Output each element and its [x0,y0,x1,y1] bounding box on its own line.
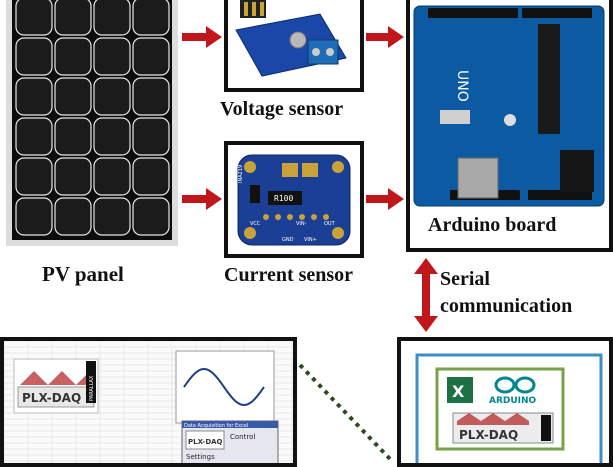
dotted-connector [298,363,394,461]
r100-text: R100 [274,194,293,203]
data-acq-title: Data Acquisition for Excel [184,423,248,429]
solar-cell [15,117,53,156]
sine-wave-line [183,367,265,407]
arduino-logo-icon [494,376,536,394]
arduino-uno-graphic: UNO [413,5,605,207]
current-sensor-board: R100 INA219 VCC GND VIN- VIN+ OUT [237,154,351,246]
arrow-current-to-arduino-shaft [366,195,390,203]
control-label: Control [230,433,255,441]
solar-cell [132,77,170,116]
solar-cell [54,157,92,196]
serial-arrow-down-head [414,316,438,332]
solar-cell [54,197,92,236]
software-logos: X ARDUINO PLX-DAQ [415,353,603,463]
serial-arrow-shaft [422,272,430,318]
solar-cell [15,197,53,236]
pv-panel-label: PV panel [42,262,124,286]
solar-cell [132,157,170,196]
arrow-pv-to-voltage-shaft [182,33,208,41]
arduino-board-label: Arduino board [428,214,557,236]
solar-cell [15,77,53,116]
solar-cell [54,37,92,76]
arrow-voltage-to-arduino-head [388,26,404,48]
plx-daq-logo-text: PLX-DAQ [459,428,518,442]
plx-daq-title: PLX-DAQ [22,391,81,405]
serial-label-line2: communication [440,295,573,317]
arduino-logo-text: ARDUINO [489,396,537,406]
gnd-text: GND [282,237,294,243]
serial-arrow-up-head [414,258,438,274]
excel-icon [447,377,473,403]
solar-cell [93,157,131,196]
solar-cell [93,77,131,116]
solar-cell [54,77,92,116]
arrow-pv-to-current-head [206,188,222,210]
arrow-pv-to-voltage-head [206,26,222,48]
parallax-text: PARALLAX [89,375,95,401]
solar-cell [93,37,131,76]
solar-cell [132,37,170,76]
plx-daq-spreadsheet: PLX-DAQ PARALLAX Data Acquisition for Ex… [4,341,293,463]
solar-cell [15,157,53,196]
vin-minus-text: VIN- [296,221,307,227]
arrow-voltage-to-arduino-shaft [366,33,390,41]
software-box: X ARDUINO PLX-DAQ [397,337,613,467]
arduino-board-box: UNO [406,0,613,252]
solar-cell [93,117,131,156]
arrow-pv-to-current-shaft [182,195,208,203]
voltage-sensor-box [224,0,364,92]
solar-cell [15,0,53,36]
solar-cell [93,0,131,36]
solar-cell [132,117,170,156]
solar-cell [132,0,170,36]
uno-text: UNO [454,70,470,102]
ina219-text: INA219 [238,165,244,183]
solar-cell [54,117,92,156]
voltage-sensor-board [235,0,347,77]
solar-cell [93,197,131,236]
vin-plus-text: VIN+ [304,237,317,243]
current-sensor-box: R100 INA219 VCC GND VIN- VIN+ OUT [224,141,364,258]
solar-panel-graphic [6,0,178,246]
serial-label-line1: Serial [440,268,490,290]
voltage-sensor-label: Voltage sensor [220,98,344,120]
current-sensor-label: Current sensor [224,264,354,286]
settings-label: Settings [186,453,215,461]
vcc-text: VCC [250,221,261,227]
solar-cell [132,197,170,236]
plx-daq-screenshot-box: PLX-DAQ PARALLAX Data Acquisition for Ex… [0,337,297,467]
solar-cell [15,37,53,76]
svg-text:X: X [452,382,465,401]
pv-panel-image [0,0,182,251]
arrow-current-to-arduino-head [388,188,404,210]
solar-cell [54,0,92,36]
plx-daq-small: PLX-DAQ [188,438,223,446]
out-text: OUT [324,221,336,227]
